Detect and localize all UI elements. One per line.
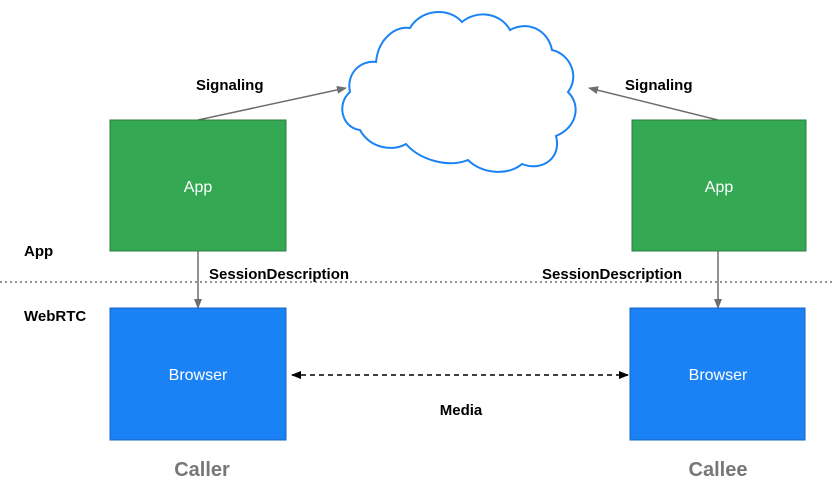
callee-app-box xyxy=(631,119,807,252)
callee-signaling-arrow xyxy=(588,86,719,121)
caller-group: Signaling App SessionDescription Browser… xyxy=(109,77,349,479)
callee-app-label: App xyxy=(705,179,734,196)
caller-browser-label: Browser xyxy=(169,367,228,384)
caller-role-label: Caller xyxy=(174,459,230,479)
caller-signaling-arrow xyxy=(197,85,347,121)
caller-signaling-label: Signaling xyxy=(196,77,264,94)
caller-browser-box xyxy=(109,307,287,441)
callee-session-label: SessionDescription xyxy=(542,266,682,283)
caller-app-box xyxy=(109,119,287,252)
callee-browser-box xyxy=(629,307,806,441)
signaling-cloud-icon xyxy=(341,10,577,173)
callee-role-label: Callee xyxy=(689,459,748,479)
caller-app-label: App xyxy=(184,179,213,196)
media-label: Media xyxy=(440,402,483,419)
callee-signaling-label: Signaling xyxy=(625,77,693,94)
callee-browser-label: Browser xyxy=(689,367,748,384)
callee-group: Signaling App SessionDescription Browser… xyxy=(542,77,807,479)
layer-label-webrtc: WebRTC xyxy=(24,308,86,325)
layer-label-app: App xyxy=(24,243,53,260)
caller-session-label: SessionDescription xyxy=(209,266,349,283)
